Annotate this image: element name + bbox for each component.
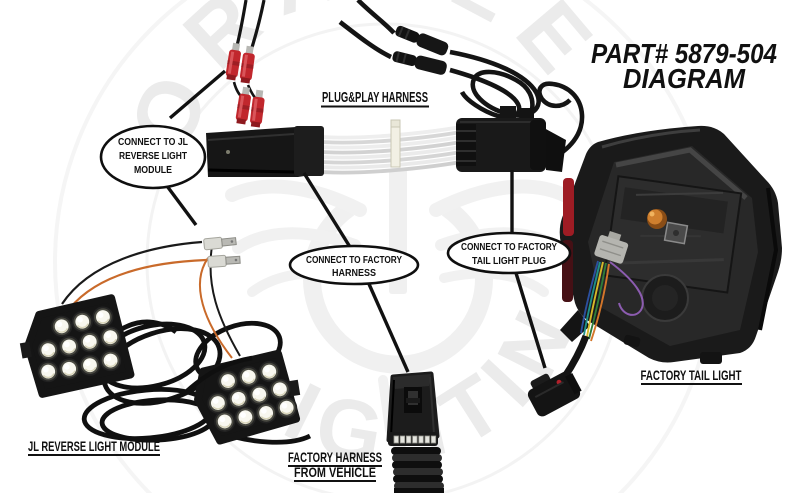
harness-right-connector: [456, 106, 566, 172]
label-factory-harness-line2: FROM VEHICLE: [294, 464, 376, 480]
label-jl-reverse-module: JL REVERSE LIGHT MODULE: [28, 438, 160, 454]
title: PART# 5879-504 DIAGRAM: [591, 38, 777, 94]
title-line2: DIAGRAM: [623, 63, 746, 94]
callout-fh-line1: CONNECT TO FACTORY: [306, 254, 402, 266]
callout-tl-line2: TAIL LIGHT PLUG: [472, 255, 546, 267]
factory-harness-photo: [386, 371, 444, 493]
bullet-connector: [395, 25, 449, 56]
spade-terminal: [207, 253, 241, 268]
factory-harness-connector: [386, 371, 440, 446]
corrugated-tube: [391, 447, 444, 493]
callout-fh-line2: HARNESS: [332, 267, 376, 279]
bullet-connector: [392, 51, 447, 75]
callout-tl-line1: CONNECT TO FACTORY: [461, 241, 557, 253]
callout-factory-harness: CONNECT TO FACTORY HARNESS: [288, 244, 420, 286]
label-factory-harness-line1: FACTORY HARNESS: [288, 449, 382, 465]
plug-play-harness-photo: [206, 0, 585, 177]
reverse-light-module-1: [19, 294, 135, 398]
callout-jl-line1: CONNECT TO JL: [118, 136, 188, 148]
label-plug-play-harness: PLUG&PLAY HARNESS: [322, 89, 428, 106]
tail-light-plug-white: [594, 231, 629, 264]
callout-jl-module: CONNECT TO JL REVERSE LIGHT MODULE: [99, 124, 207, 190]
factory-tail-light-plug: [527, 371, 582, 417]
spade-terminal: [203, 235, 237, 251]
harness-left-connector: [206, 126, 324, 177]
part-labels: PLUG&PLAY HARNESS FACTORY TAIL LIGHT JL …: [28, 89, 742, 482]
callout-tail-light: CONNECT TO FACTORY TAIL LIGHT PLUG: [446, 231, 572, 275]
factory-tail-light-photo: [527, 125, 782, 417]
callout-jl-line3: MODULE: [134, 164, 172, 176]
callout-lines: [165, 69, 547, 373]
label-factory-tail-light: FACTORY TAIL LIGHT: [641, 367, 742, 383]
jl-reverse-light-module-photo: [19, 235, 312, 445]
callout-jl-line2: REVERSE LIGHT: [119, 150, 187, 162]
zip-tie: [390, 119, 401, 168]
title-line1: PART# 5879-504: [591, 38, 777, 69]
